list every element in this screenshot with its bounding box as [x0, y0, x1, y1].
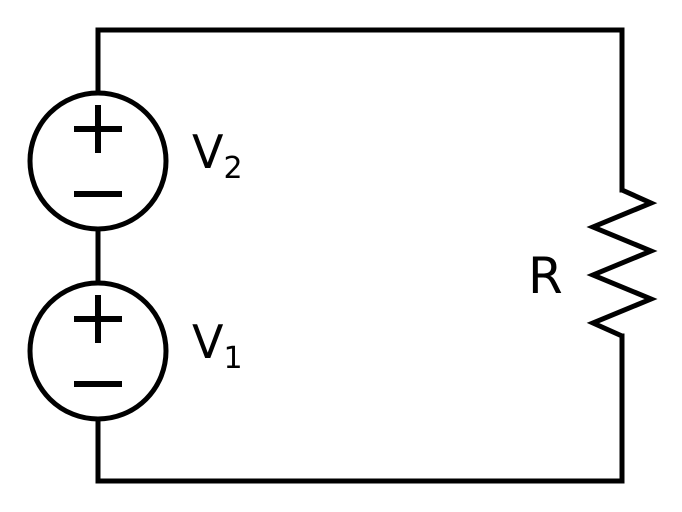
- label-v1-letter: V: [192, 315, 224, 369]
- plus-icon-v2: [74, 105, 122, 153]
- label-v2-subscript: 2: [223, 151, 242, 186]
- voltage-source-v1: [27, 280, 169, 422]
- voltage-source-v2: [27, 90, 169, 232]
- top-wire: [95, 27, 625, 193]
- label-v2-letter: V: [192, 125, 224, 179]
- voltage-source-v2-circle: [27, 90, 169, 232]
- label-v2: V2: [192, 125, 243, 186]
- label-v1: V1: [192, 315, 243, 376]
- voltage-source-v1-circle: [27, 280, 169, 422]
- label-v1-subscript: 1: [223, 341, 242, 376]
- bottom-wire: [95, 333, 625, 484]
- plus-icon-v1: [74, 295, 122, 343]
- label-resistor: R: [528, 247, 563, 305]
- resistor-zigzag: [586, 187, 658, 339]
